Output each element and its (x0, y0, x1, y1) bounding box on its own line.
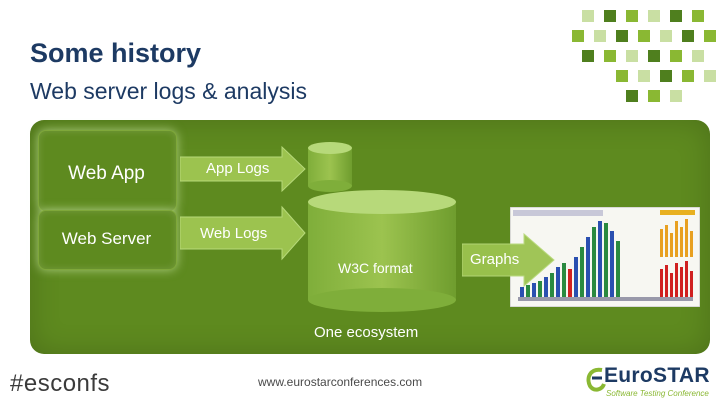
ecosystem-label: One ecosystem (314, 324, 418, 341)
graphs-label: Graphs (470, 251, 519, 268)
logo-swirl-icon (584, 366, 606, 392)
decorative-squares (570, 8, 720, 108)
eurostar-logo: EuroSTAR Software Testing Conference (584, 364, 714, 400)
footer-url[interactable]: www.eurostarconferences.com (258, 375, 422, 389)
web-server-label: Web Server (38, 229, 175, 249)
web-logs-label: Web Logs (200, 225, 267, 242)
cylinders-svg (300, 140, 460, 315)
w3c-cylinder (308, 190, 456, 312)
hashtag: #esconfs (10, 370, 110, 398)
slide-title: Some history (30, 38, 201, 69)
app-logs-label: App Logs (206, 160, 269, 177)
slide-subtitle: Web server logs & analysis (30, 78, 307, 105)
logo-tagline: Software Testing Conference (606, 389, 709, 398)
w3c-format-label: W3C format (338, 260, 413, 276)
app-logs-cylinder (308, 142, 352, 192)
logo-name: EuroSTAR (604, 364, 710, 388)
web-app-label: Web App (38, 163, 175, 185)
decorative-squares-group (572, 10, 716, 102)
